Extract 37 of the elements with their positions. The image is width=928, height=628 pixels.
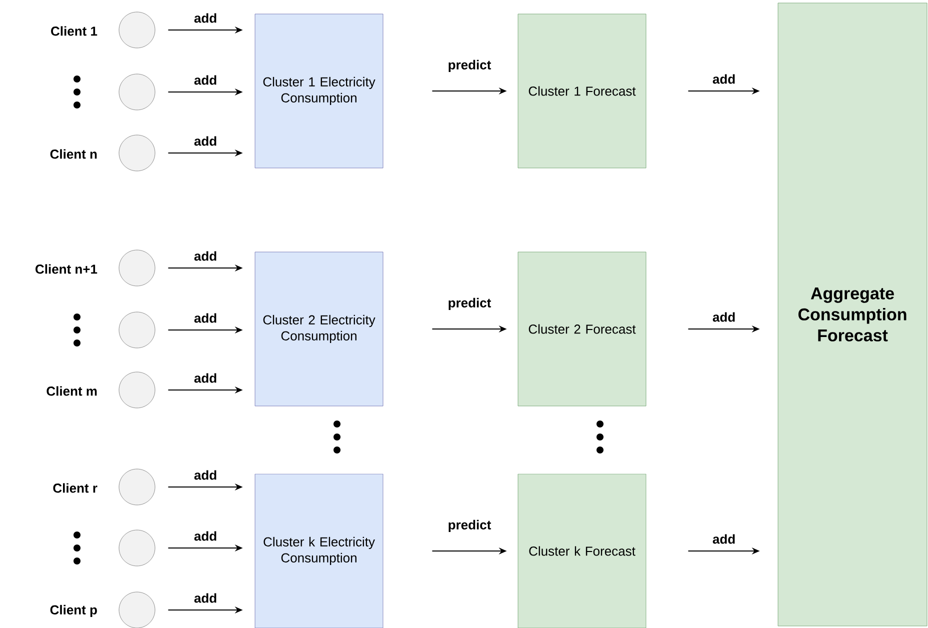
edge-label: add (194, 75, 216, 85)
forecast-box: Cluster 2 Forecast (518, 252, 646, 406)
client-circle (118, 312, 156, 348)
edge-label: add (194, 136, 216, 146)
client-circle (118, 372, 156, 408)
client-circle (118, 134, 156, 172)
forecast-box: Cluster 1 Forecast (518, 14, 646, 168)
edge-label: add (194, 13, 216, 23)
client-circle (118, 12, 156, 48)
client-circle (118, 530, 156, 566)
client-label: Client n+1 (36, 264, 98, 274)
cluster-box: Cluster 1 Electricity Consumption (254, 14, 384, 168)
client-circle (118, 468, 156, 506)
client-label: Client m (46, 386, 97, 396)
edge-label: add (194, 251, 216, 261)
client-label: Client r (53, 483, 98, 493)
edge-label: add (194, 313, 216, 323)
edge-label: add (712, 74, 735, 84)
edge-label: add (712, 312, 735, 322)
edge-label: add (194, 470, 216, 480)
client-circle (118, 592, 156, 628)
client-label: Client n (50, 149, 97, 159)
cluster-box: Cluster 2 Electricity Consumption (254, 252, 384, 406)
client-circle (118, 74, 156, 110)
client-label: Client 1 (51, 26, 98, 36)
edge-label: add (194, 373, 216, 383)
cluster-box: Cluster k Electricity Consumption (254, 474, 384, 628)
aggregate-box: Aggregate Consumption Forecast (778, 2, 928, 626)
edge-label: add (194, 593, 216, 603)
edge-label: add (712, 534, 735, 544)
forecast-box: Cluster k Forecast (518, 474, 646, 628)
client-label: Client p (50, 604, 97, 618)
edge-label: predict (448, 298, 492, 310)
client-circle (118, 250, 156, 286)
edge-label: predict (448, 60, 492, 72)
edge-label: predict (448, 520, 492, 532)
edge-label: add (194, 531, 216, 541)
